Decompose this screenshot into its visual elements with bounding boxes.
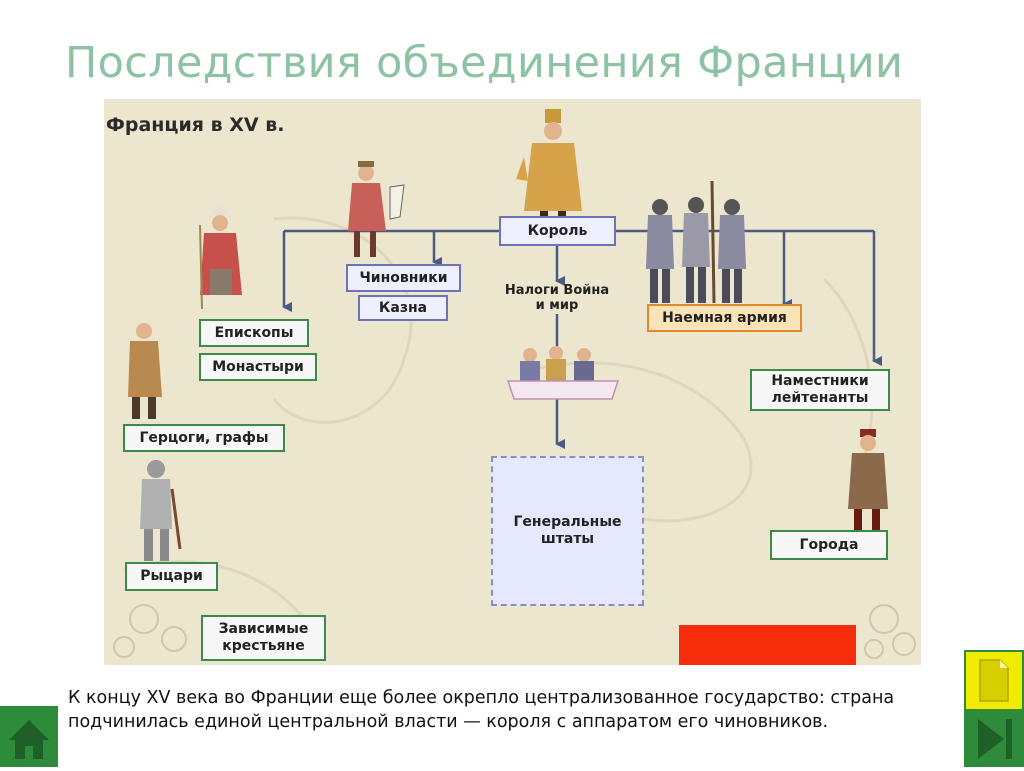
node-monasteries: Монастыри xyxy=(199,353,317,381)
play-next-icon xyxy=(978,719,1012,759)
node-governors: Наместники лейтенанты xyxy=(750,369,890,411)
node-king: Король xyxy=(499,216,616,246)
duke-figure-icon xyxy=(128,323,162,419)
node-treasury: Казна xyxy=(358,295,448,321)
node-estates-general: Генеральные штаты xyxy=(491,456,644,606)
king-figure-icon xyxy=(516,109,582,221)
node-peasants: Зависимые крестьяне xyxy=(201,615,326,661)
france-diagram: Франция в XV в. Король Чиновники Казна Е… xyxy=(104,99,921,665)
diagram-background xyxy=(113,109,916,659)
slide-caption: К концу XV века во Франции еще более окр… xyxy=(68,688,895,732)
node-knights: Рыцари xyxy=(125,562,218,591)
next-button[interactable] xyxy=(964,711,1024,767)
red-block xyxy=(679,625,856,665)
taxes-war-peace-label: Налоги Война и мир xyxy=(504,283,610,313)
document-button[interactable] xyxy=(964,650,1024,711)
node-army: Наемная армия xyxy=(647,304,802,332)
soldiers-figure-icon xyxy=(646,180,746,304)
node-officials: Чиновники xyxy=(346,264,461,292)
assembly-figure-icon xyxy=(506,346,620,400)
slide-title: Последствия объединения Франции xyxy=(65,38,904,88)
bishop-figure-icon xyxy=(199,203,242,310)
knight-figure-icon xyxy=(140,460,182,561)
node-cities: Города xyxy=(770,530,888,560)
townsman-figure-icon xyxy=(848,429,888,531)
official-figure-icon xyxy=(348,161,405,257)
diagram-title: Франция в XV в. xyxy=(106,114,285,136)
house-icon xyxy=(9,720,49,759)
document-icon xyxy=(979,659,1009,702)
node-bishops: Епископы xyxy=(199,319,309,347)
node-dukes: Герцоги, графы xyxy=(123,424,285,452)
home-button[interactable] xyxy=(0,706,58,767)
